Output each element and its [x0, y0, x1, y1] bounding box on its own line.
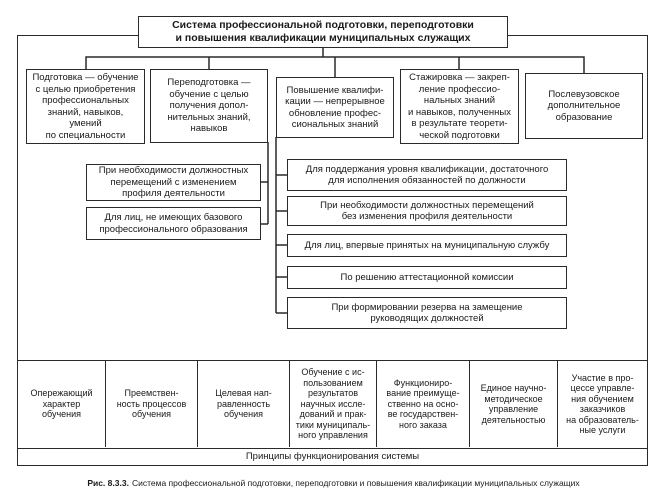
- retraining-case-box: При необходимости должностных перемещени…: [86, 164, 261, 201]
- qualification-case-box: При формировании резерва на замещение ру…: [287, 297, 567, 329]
- qualification-case-box: Для лиц, впервые принятых на муниципальн…: [287, 234, 567, 257]
- training-type-box: Переподготовка — обучение с целью получе…: [150, 69, 268, 143]
- principles-table: Опережающий характер обучения Преемствен…: [18, 360, 647, 447]
- training-type-box: Послевузовское дополнительное образовани…: [525, 73, 643, 139]
- principle-cell: Участие в про- цессе управле- ния обучен…: [566, 372, 639, 436]
- figure-caption-text: Система профессиональной подготовки, пер…: [131, 478, 580, 488]
- figure-caption: Рис. 8.3.3.Система профессиональной подг…: [0, 478, 667, 489]
- connector-line: [275, 137, 290, 314]
- training-type-box: Стажировка — закреп- ление профессио- на…: [400, 69, 519, 144]
- principles-banner: Принципы функционирования системы: [18, 447, 647, 466]
- principle-cell: Обучение с ис- пользованием результатов …: [290, 361, 377, 447]
- qualification-case-box: По решению аттестационной комиссии: [287, 266, 567, 289]
- training-type-box: Повышение квалифи- кации — непрерывное о…: [276, 77, 394, 138]
- retraining-case-box: Для лиц, не имеющих базового профессиона…: [86, 207, 261, 240]
- title-box: Система профессиональной подготовки, пер…: [138, 16, 508, 48]
- principle-cell: Единое научно- методическое управление д…: [470, 361, 558, 447]
- principle-cell: Функциониро- вание преимуще- ственно на …: [377, 361, 470, 447]
- training-type-box: Подготовка — обучение с целью приобретен…: [26, 69, 145, 144]
- principle-cell: Преемствен- ность процессов обучения: [106, 361, 198, 447]
- qualification-case-box: Для поддержания уровня квалификации, дос…: [287, 159, 567, 191]
- principle-cell: Опережающий характер обучения: [18, 361, 106, 447]
- principle-cell: Целевая нап- равленность обучения: [198, 361, 290, 447]
- qualification-case-box: При необходимости должностных перемещени…: [287, 196, 567, 226]
- figure-caption-label: Рис. 8.3.3.: [87, 478, 129, 488]
